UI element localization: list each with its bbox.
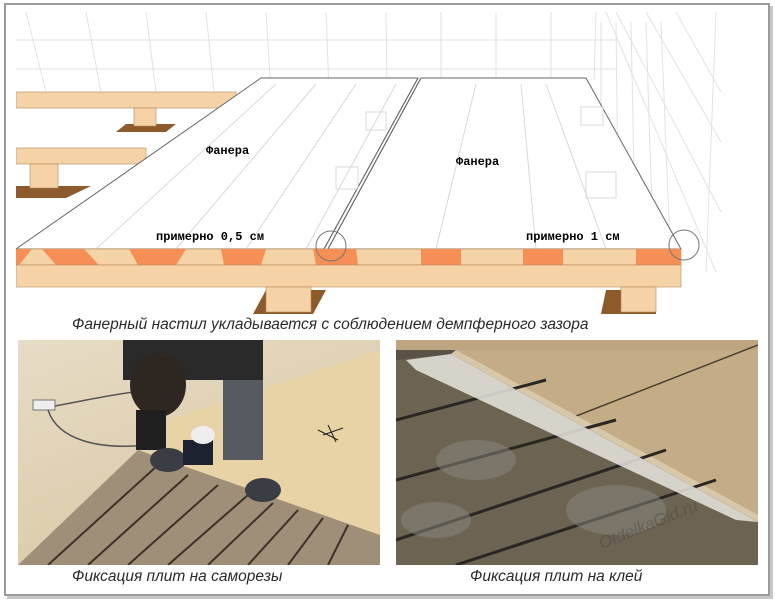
photo-glue-fixing: OtdelkaGid.ru <box>396 340 758 565</box>
gap-right-label: примерно 1 см <box>526 230 620 244</box>
photo-screw-fixing-image <box>18 340 380 565</box>
plywood-floor-diagram: Фанера Фанера примерно 0,5 см примерно 1… <box>16 12 721 314</box>
plywood-panels <box>16 77 682 250</box>
photo-glue-fixing-image <box>396 340 758 565</box>
photo-glue-caption: Фиксация плит на клей <box>470 568 643 585</box>
panel-left-label: Фанера <box>206 144 249 158</box>
photo-screw-caption: Фиксация плит на саморезы <box>72 568 283 585</box>
gap-right-marker <box>668 229 700 261</box>
photo-screw-fixing <box>18 340 380 565</box>
background-joists <box>16 91 237 198</box>
gap-left-marker <box>315 230 347 262</box>
panel-hidden-lines <box>95 83 617 250</box>
diagram-caption: Фанерный настил укладывается с соблюдени… <box>72 316 589 333</box>
front-joists <box>16 248 682 314</box>
panel-right-label: Фанера <box>456 155 499 169</box>
gap-left-label: примерно 0,5 см <box>156 230 264 244</box>
